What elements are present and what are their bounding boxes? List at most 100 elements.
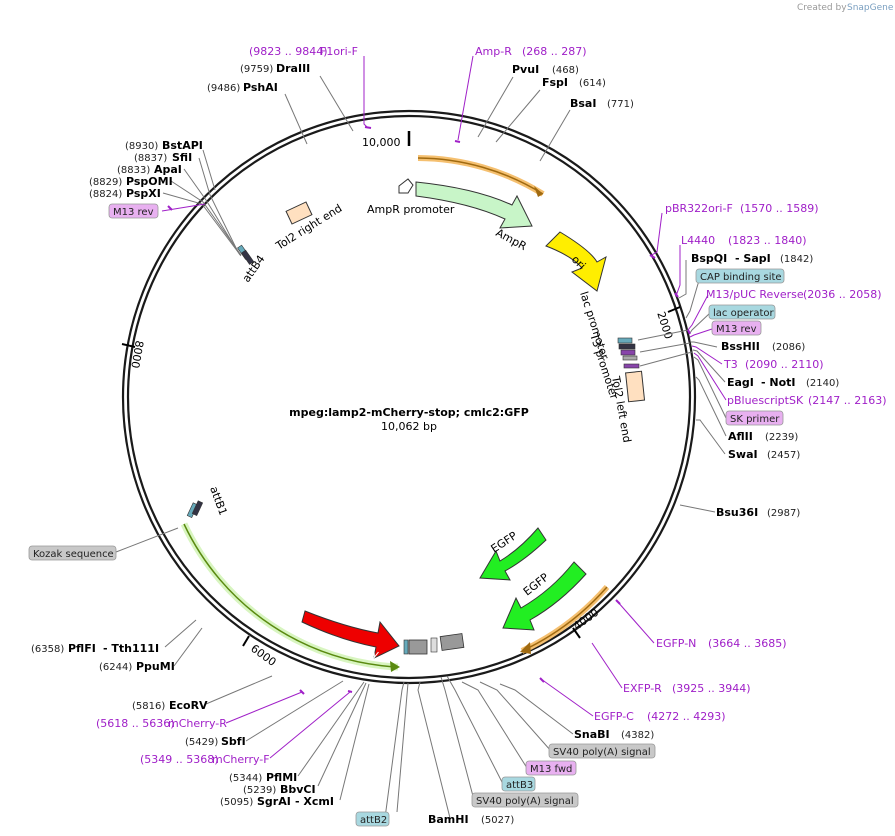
label-bsai: BsaI (771) — [570, 97, 634, 110]
svg-text:(5349 .. 5368): (5349 .. 5368) — [140, 753, 219, 766]
svg-text:PvuI: PvuI — [512, 63, 539, 76]
svg-text:DraIII: DraIII — [276, 62, 310, 75]
svg-text:(2239): (2239) — [765, 432, 798, 443]
label-attb1: attB1 — [207, 485, 229, 518]
plasmid-size: 10,062 bp — [381, 420, 437, 433]
svg-text:SbfI: SbfI — [221, 735, 246, 748]
label-amp-r: Amp-R (268 .. 287) — [475, 45, 587, 58]
label-bsshii: BssHII (2086) — [721, 340, 805, 353]
svg-text:(2457): (2457) — [767, 450, 800, 461]
label-egfp-n: EGFP-N (3664 .. 3685) — [656, 637, 787, 650]
label-apai: (8833) ApaI — [117, 163, 182, 176]
feature-tol2-right — [285, 201, 313, 225]
label-pspomi: (8829) PspOMI — [89, 175, 173, 188]
label-mcherry-f: (5349 .. 5368) mCherry-F — [140, 753, 270, 766]
svg-text:EcoRV: EcoRV — [169, 699, 208, 712]
svg-text:(8829): (8829) — [89, 177, 122, 188]
tick-8000: 8000 — [128, 339, 146, 369]
backbone-inner — [126, 114, 692, 680]
label-pvui: PvuI (468) — [512, 63, 579, 76]
feature-primer-arc-egfp-arrowhead — [520, 642, 531, 654]
svg-text:(4272 .. 4293): (4272 .. 4293) — [647, 710, 726, 723]
svg-text:PpuMI: PpuMI — [136, 660, 175, 673]
label-pbluescript: pBluescriptSK (2147 .. 2163) — [727, 394, 887, 407]
label-sgrai: (5095) SgrAI - XcmI — [220, 795, 334, 808]
svg-text:mCherry-F: mCherry-F — [212, 753, 270, 766]
svg-text:SK primer: SK primer — [730, 414, 780, 425]
svg-text:(3925 .. 3944): (3925 .. 3944) — [672, 682, 751, 695]
label-pspxi: (8824) PspXI — [89, 187, 161, 200]
svg-text:(4382): (4382) — [621, 730, 654, 741]
svg-text:(5239): (5239) — [243, 785, 276, 796]
leader-lines — [115, 55, 727, 819]
svg-text:BspQI: BspQI — [691, 252, 727, 265]
label-pflmi: (5344) PflMI — [229, 771, 297, 784]
feature-attb1 — [186, 500, 204, 519]
svg-text:(6358): (6358) — [31, 644, 64, 655]
feature-cluster-5000 — [403, 633, 465, 655]
svg-text:PspXI: PspXI — [126, 187, 161, 200]
svg-text:(6244): (6244) — [99, 662, 132, 673]
svg-text:Kozak sequence: Kozak sequence — [33, 549, 114, 560]
label-draiii: (9759) DraIII — [240, 62, 310, 75]
svg-text:M13 rev: M13 rev — [716, 324, 757, 335]
svg-text:(468): (468) — [552, 65, 579, 76]
svg-text:(8930): (8930) — [125, 141, 158, 152]
label-aflii: AflII (2239) — [728, 430, 798, 443]
label-pshai: (9486) PshAI — [207, 81, 278, 94]
feature-egfp-2 — [502, 561, 587, 631]
svg-text:PspOMI: PspOMI — [126, 175, 173, 188]
svg-text:SV40 poly(A) signal: SV40 poly(A) signal — [553, 747, 651, 758]
label-bbvci: (5239) BbvCI — [243, 783, 316, 796]
svg-text:(5618 .. 5636): (5618 .. 5636) — [96, 717, 175, 730]
svg-text:attB2: attB2 — [360, 815, 387, 826]
brand-snapgene: SnapGene — [847, 3, 894, 13]
label-m13puc: M13/pUC Reverse (2036 .. 2058) — [706, 288, 882, 301]
label-exfp-r: EXFP-R (3925 .. 3944) — [623, 682, 751, 695]
feature-ampr-promoter — [398, 178, 414, 194]
label-t3: T3 (2090 .. 2110) — [723, 358, 824, 371]
label-bsu36i: Bsu36I (2987) — [716, 506, 800, 519]
tick-8000-group: 8000 — [121, 339, 146, 369]
svg-text:(8833): (8833) — [117, 165, 150, 176]
svg-text:SnaBI: SnaBI — [574, 728, 610, 741]
label-swai: SwaI (2457) — [728, 448, 800, 461]
svg-text:pBluescriptSK: pBluescriptSK — [727, 394, 804, 407]
f1ori-f-range: (9823 .. 9844) — [249, 45, 328, 58]
label-m13rev-left: M13 rev — [108, 203, 159, 219]
svg-text:FspI: FspI — [542, 76, 568, 89]
svg-text:PflFI: PflFI — [68, 642, 96, 655]
label-bstapi: (8930) BstAPI — [125, 139, 203, 152]
label-kozak: Kozak sequence — [28, 545, 117, 561]
svg-text:(5344): (5344) — [229, 773, 262, 784]
tick-10000: 10,000 — [362, 136, 401, 149]
svg-text:lac operator: lac operator — [713, 308, 774, 319]
svg-text:- XcmI: - XcmI — [295, 795, 334, 808]
label-attb3: attB3 — [501, 776, 536, 792]
label-pbr322: pBR322ori-F (1570 .. 1589) — [665, 202, 819, 215]
feature-tol2-left — [625, 370, 646, 403]
svg-text:SfiI: SfiI — [172, 151, 192, 164]
primer-markers — [167, 126, 691, 695]
svg-text:(9486): (9486) — [207, 83, 240, 94]
svg-text:BsaI: BsaI — [570, 97, 596, 110]
label-sfii: (8837) SfiI — [134, 151, 192, 164]
svg-text:PflMI: PflMI — [266, 771, 297, 784]
svg-text:(5095): (5095) — [220, 797, 253, 808]
label-sv40-a: SV40 poly(A) signal — [548, 743, 656, 759]
feature-cluster-2000 — [617, 337, 640, 369]
svg-text:Amp-R: Amp-R — [475, 45, 512, 58]
svg-text:(8837): (8837) — [134, 153, 167, 164]
label-bspqi: BspQI - SapI (1842) — [691, 252, 813, 265]
svg-text:M13 rev: M13 rev — [113, 207, 154, 218]
label-bamhi: BamHI (5027) — [428, 813, 514, 826]
svg-text:(2086): (2086) — [772, 342, 805, 353]
svg-text:Bsu36I: Bsu36I — [716, 506, 758, 519]
svg-text:BssHII: BssHII — [721, 340, 760, 353]
label-snabi: SnaBI (4382) — [574, 728, 654, 741]
svg-text:EGFP-N: EGFP-N — [656, 637, 696, 650]
label-f1ori-f: (9823 .. 9844) F1ori-F — [249, 45, 358, 58]
label-skprimer: SK primer — [725, 410, 784, 426]
svg-text:(5429): (5429) — [185, 737, 218, 748]
label-attb2: attB2 — [355, 811, 390, 827]
